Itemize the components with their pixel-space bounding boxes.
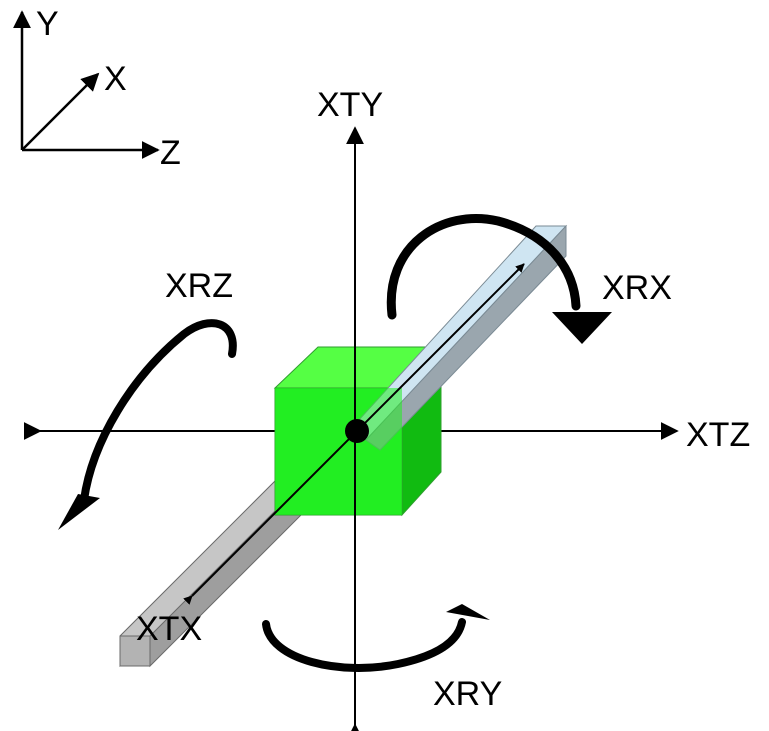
cube-front-overlay	[275, 388, 402, 515]
frame-z-label: Z	[160, 134, 181, 172]
rotation-y-arrow	[262, 604, 490, 672]
frame-x-arrow	[21, 72, 100, 151]
reference-frame: Y X Z	[12, 5, 181, 172]
origin-point	[345, 419, 369, 443]
label-xty: XTY	[317, 86, 383, 124]
rotation-z-arrow	[58, 319, 237, 530]
label-xrz: XRZ	[165, 267, 233, 305]
frame-y-label: Y	[36, 5, 59, 43]
label-xtx: XTX	[136, 610, 202, 648]
rotation-x-arrow	[386, 213, 612, 344]
frame-x-label: X	[104, 60, 127, 98]
label-xrx: XRX	[602, 269, 672, 307]
label-xtz: XTZ	[686, 416, 750, 454]
label-xry: XRY	[433, 675, 502, 713]
